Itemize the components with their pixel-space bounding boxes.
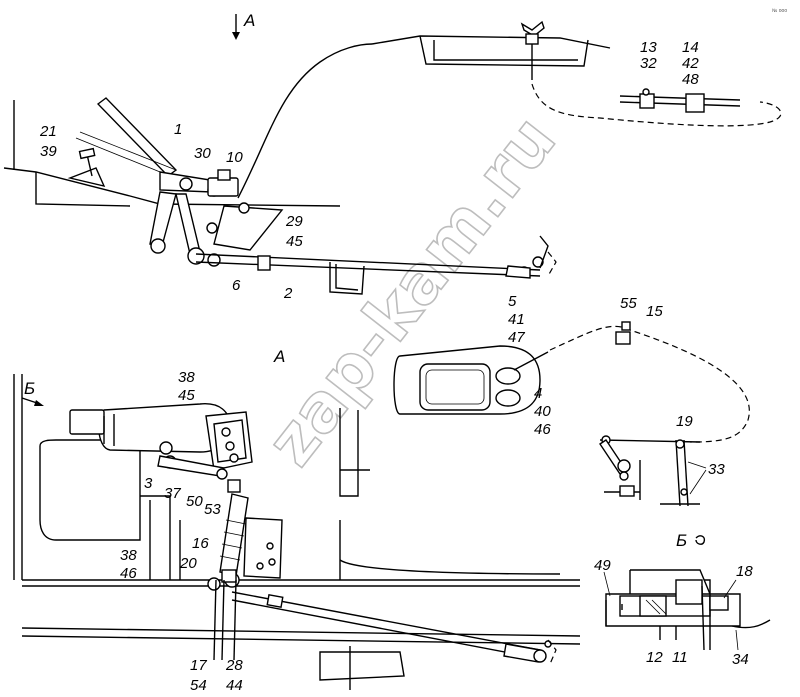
- label-14: 14: [682, 39, 699, 56]
- label-38-top: 38: [178, 369, 195, 386]
- label-53: 53: [204, 501, 221, 518]
- label-41: 41: [508, 311, 525, 328]
- view-a-plate: А 5 41 47 4 40 46 55 15 19 33: [273, 293, 750, 507]
- label-10: 10: [226, 149, 243, 166]
- label-1: 1: [174, 121, 182, 138]
- bottom-left-view: Б: [13, 369, 581, 694]
- label-28: 28: [225, 657, 243, 674]
- watermark-text: zap-kam.ru: [252, 102, 571, 480]
- view-label-a-top: А: [243, 11, 255, 30]
- label-33: 33: [708, 461, 725, 478]
- label-42: 42: [682, 55, 699, 72]
- corner-note: № ооо: [772, 8, 787, 14]
- label-54: 54: [190, 677, 207, 694]
- label-49: 49: [594, 557, 611, 574]
- view-label-a-mid: А: [273, 347, 285, 366]
- label-44: 44: [226, 677, 243, 694]
- label-6: 6: [232, 277, 241, 294]
- label-15: 15: [646, 303, 663, 320]
- label-32: 32: [640, 55, 657, 72]
- label-16: 16: [192, 535, 209, 552]
- label-46: 46: [534, 421, 551, 438]
- view-b-detail: Б 49 18 12 11 34: [594, 531, 771, 668]
- label-37: 37: [164, 485, 181, 502]
- label-38-bottom: 38: [120, 547, 137, 564]
- label-55: 55: [620, 295, 637, 312]
- label-19: 19: [676, 413, 693, 430]
- label-21: 21: [39, 123, 57, 140]
- label-48: 48: [682, 71, 699, 88]
- label-47: 47: [508, 329, 525, 346]
- label-45-left: 45: [178, 387, 195, 404]
- top-view: А: [3, 8, 787, 302]
- label-11: 11: [672, 649, 688, 666]
- label-20: 20: [179, 555, 197, 572]
- label-3: 3: [144, 475, 153, 492]
- label-13: 13: [640, 39, 657, 56]
- label-39: 39: [40, 143, 57, 160]
- label-18: 18: [736, 563, 753, 580]
- view-label-b-right: Б: [676, 531, 687, 550]
- label-2: 2: [283, 285, 293, 302]
- label-4: 4: [534, 385, 542, 402]
- label-46-left: 46: [120, 565, 137, 582]
- label-5: 5: [508, 293, 517, 310]
- label-29: 29: [285, 213, 303, 230]
- view-label-b-left: Б: [24, 379, 35, 398]
- label-45: 45: [286, 233, 303, 250]
- label-30: 30: [194, 145, 211, 162]
- label-34: 34: [732, 651, 749, 668]
- label-40: 40: [534, 403, 551, 420]
- label-12: 12: [646, 649, 663, 666]
- label-17: 17: [190, 657, 207, 674]
- label-50: 50: [186, 493, 203, 510]
